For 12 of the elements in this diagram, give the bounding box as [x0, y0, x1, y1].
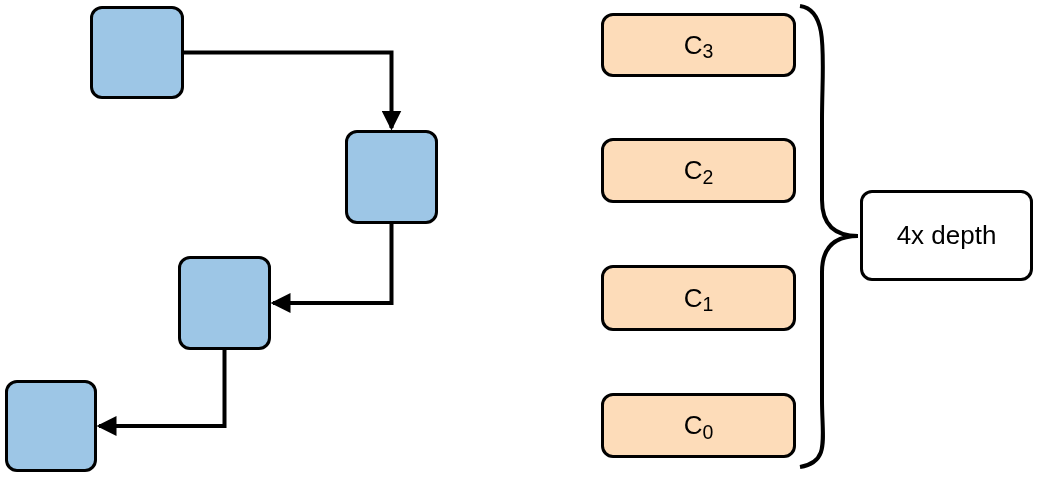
arrow	[270, 224, 394, 313]
square-block	[345, 130, 438, 224]
layer-box: C$_{0}$	[601, 393, 796, 458]
arrow	[96, 350, 227, 436]
arrow	[184, 50, 402, 131]
label-box: 4x depth	[860, 190, 1033, 281]
layer-box: C$_{2}$	[601, 138, 796, 203]
square-block	[178, 256, 271, 350]
square-block	[5, 380, 97, 472]
square-block	[90, 6, 184, 99]
layer-box: C$_{3}$	[601, 13, 796, 77]
layer-box: C$_{1}$	[601, 265, 796, 331]
